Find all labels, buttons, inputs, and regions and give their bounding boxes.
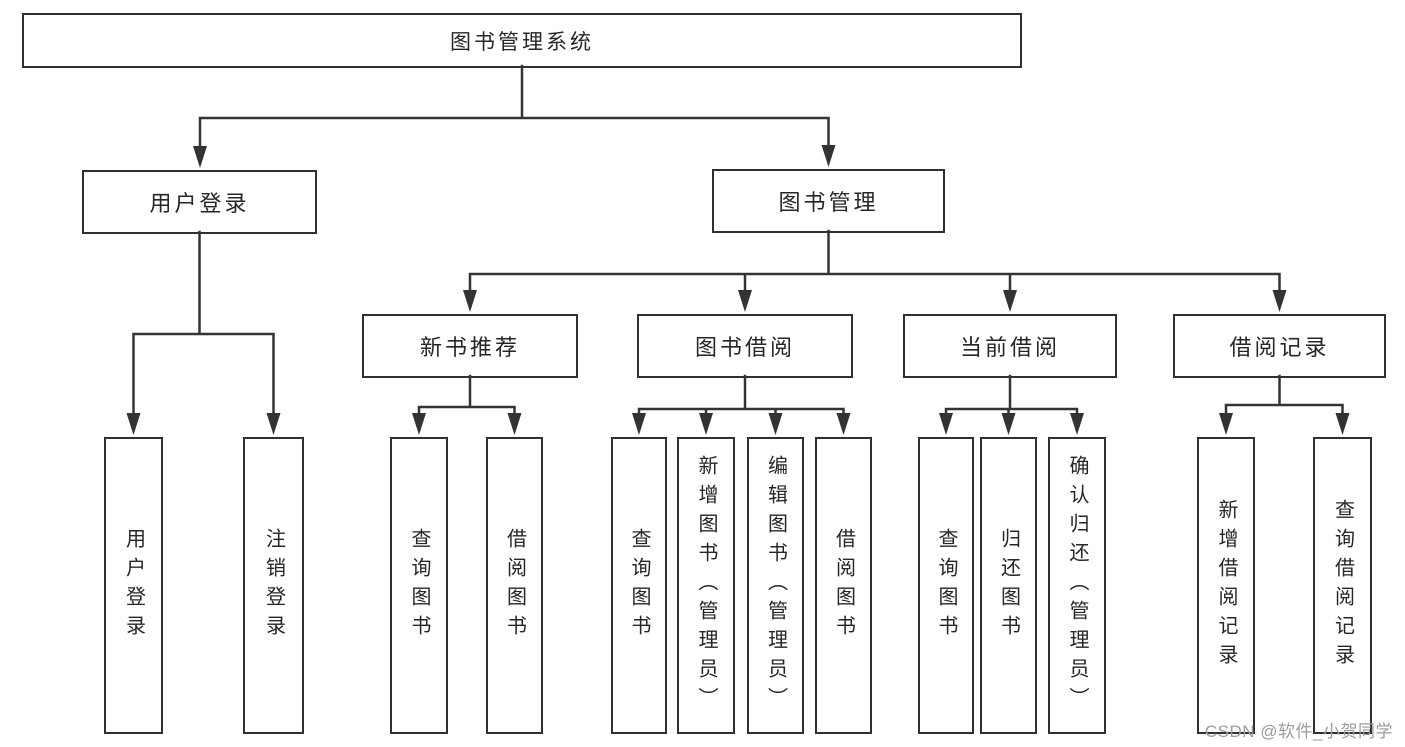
leaf-return-books: 归还图书 [980,437,1037,734]
leaf-user-login: 用户登录 [104,437,163,734]
leaf-query-books-recommend: 查询图书 [390,437,448,734]
leaf-edit-book-admin: 编辑图书（管理员） [747,437,804,734]
leaf-confirm-return-admin: 确认归还（管理员） [1048,437,1106,734]
box-borrowing-records: 借阅记录 [1173,314,1386,378]
connector-borrowing-records-to-leaves [1219,374,1350,435]
box-current-borrowing: 当前借阅 [903,314,1117,378]
box-book-borrowing: 图书借阅 [637,314,853,378]
box-system-root: 图书管理系统 [22,13,1022,68]
leaf-borrow-books-borrowing: 借阅图书 [815,437,872,734]
leaf-logout: 注销登录 [243,437,304,734]
leaf-query-books-current: 查询图书 [918,437,974,734]
leaf-borrow-books-recommend: 借阅图书 [486,437,543,734]
leaf-query-books-borrowing: 查询图书 [611,437,667,734]
connector-new-book-to-leaves [412,374,522,435]
connector-book-borrowing-to-leaves [632,374,851,435]
connector-current-borrowing-to-leaves [939,374,1084,435]
box-new-book-recommendation: 新书推荐 [362,314,578,378]
leaf-query-borrow-record: 查询借阅记录 [1313,437,1372,734]
csdn-watermark: CSDN @软件_小贺同学 [1204,722,1393,741]
connector-root-to-level1 [193,64,836,168]
connector-book-management-to-level2 [463,229,1287,312]
box-book-management: 图书管理 [712,169,945,233]
leaf-add-borrow-record: 新增借阅记录 [1197,437,1255,734]
connector-user-login-to-leaves [126,230,281,435]
leaf-add-book-admin: 新增图书（管理员） [677,437,735,734]
box-user-login: 用户登录 [82,170,317,234]
